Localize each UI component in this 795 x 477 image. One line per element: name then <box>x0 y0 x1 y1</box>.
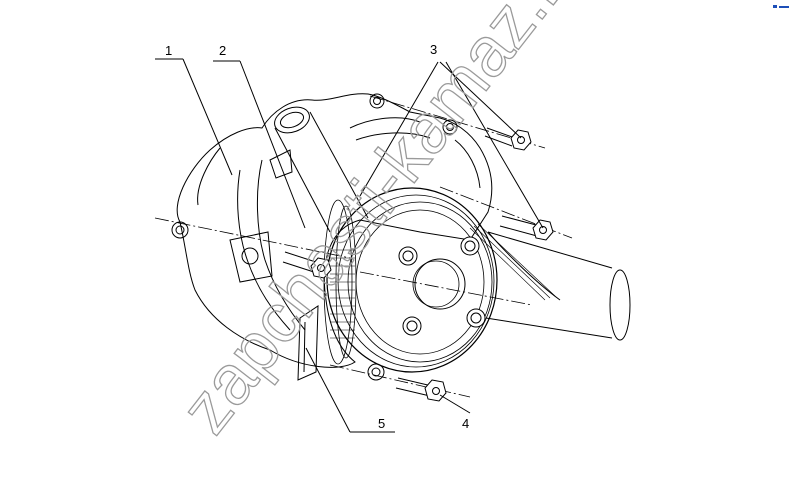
pulley <box>323 187 498 373</box>
inlet-pipe <box>274 106 369 233</box>
leader-lines <box>155 58 544 433</box>
watermark: zapchasti-kamaz.ru <box>165 0 600 447</box>
callout-4: 4 <box>462 416 469 431</box>
outlet-shaft <box>469 223 631 341</box>
logo-mark-icon <box>773 5 789 8</box>
nuts <box>310 129 554 279</box>
callout-5: 5 <box>378 416 385 431</box>
pump-housing <box>171 93 493 381</box>
hub-bolts <box>398 236 486 336</box>
callout-1: 1 <box>165 43 172 58</box>
gasket <box>297 305 319 381</box>
callout-2: 2 <box>219 43 226 58</box>
callout-3: 3 <box>430 42 437 57</box>
